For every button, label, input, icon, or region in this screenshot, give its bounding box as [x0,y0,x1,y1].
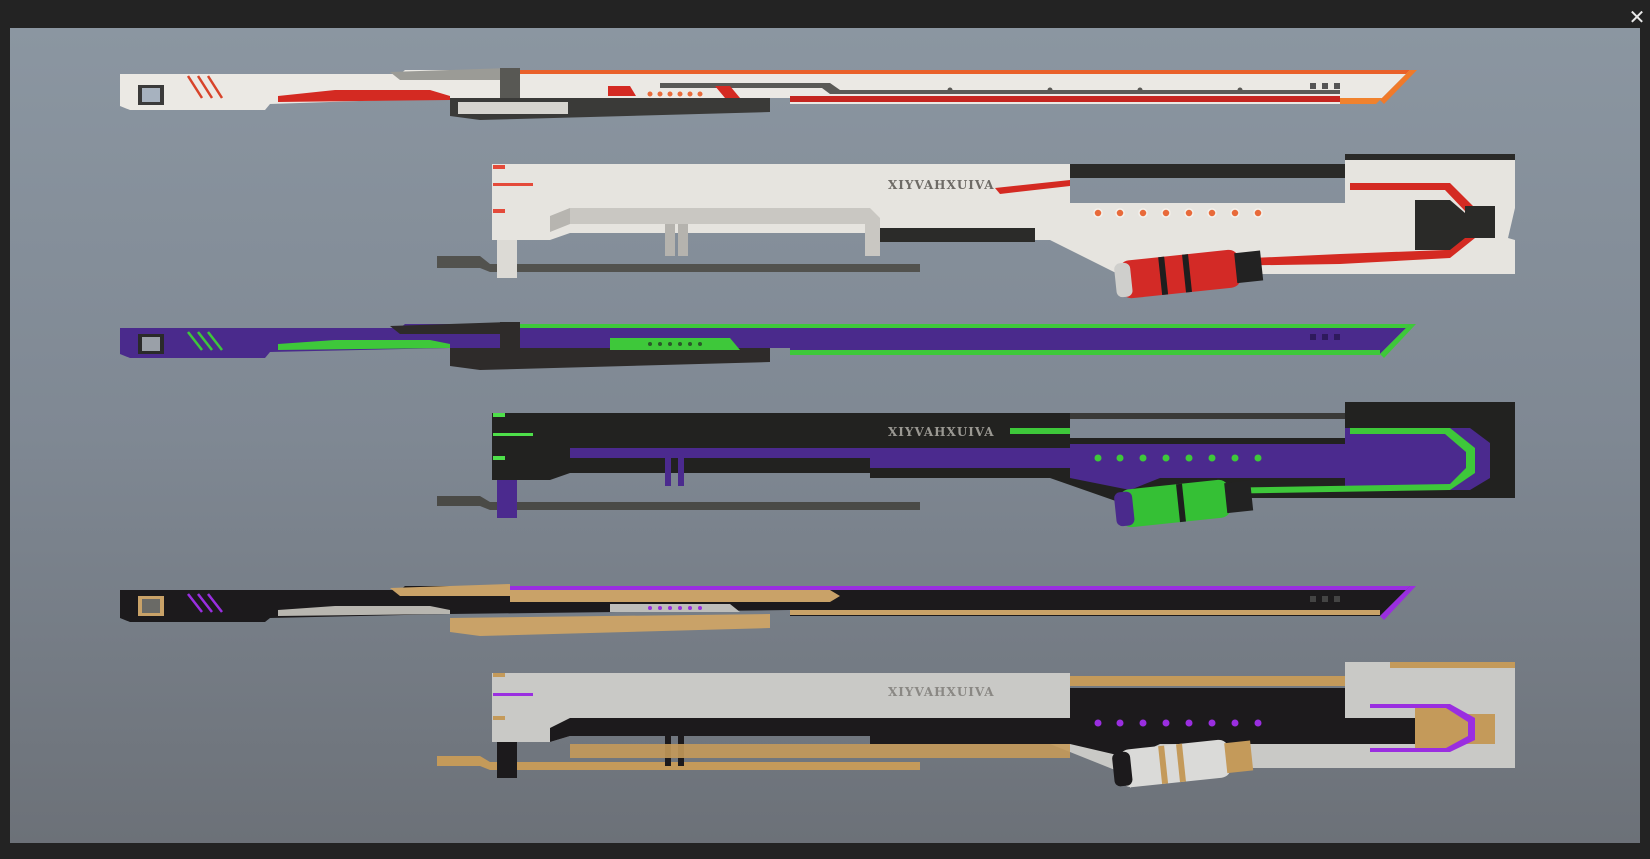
weapon-heavy-rifle-white-red: XIYVAHXUIVA [437,154,1515,299]
weapon-heavy-rifle-black-purple-green: XIYVAHXUIVA [437,402,1515,528]
image-viewer: XIYVAHXUIVA [10,28,1640,843]
engraving-text: XIYVAHXUIVA [888,685,995,699]
engraving-text: XIYVAHXUIVA [888,178,995,192]
weapon-heavy-rifle-silver-gold-purple: XIYVAHXUIVA [437,662,1515,788]
weapon-long-rifle-purple-green [120,322,1416,370]
close-button[interactable]: ✕ [1626,6,1648,28]
weapon-long-rifle-white-red [120,68,1417,120]
close-icon: ✕ [1628,5,1646,29]
weapon-skins-render: XIYVAHXUIVA [120,68,1515,788]
weapon-long-rifle-black-gold-purple [120,584,1416,636]
engraving-text: XIYVAHXUIVA [888,425,995,439]
